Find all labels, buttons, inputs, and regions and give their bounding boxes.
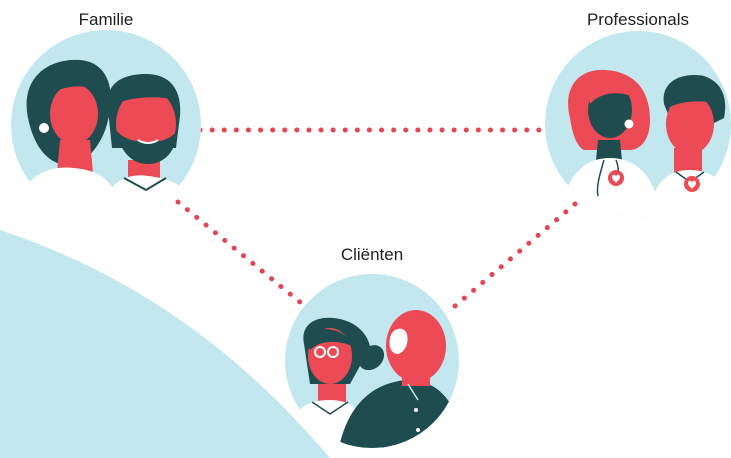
node-label-familie: Familie: [78, 10, 134, 29]
background-wave: [0, 230, 330, 458]
familie-illustration: [11, 30, 201, 220]
clients-illustration: [285, 274, 459, 448]
connector-professionals-clienten: [445, 201, 578, 315]
connector-familie-clienten: [175, 199, 315, 315]
node-label-professionals: Professionals: [586, 10, 690, 29]
professionals-illustration: [545, 31, 731, 217]
connectors: [175, 127, 578, 315]
node-label-clienten: Cliënten: [340, 245, 404, 264]
